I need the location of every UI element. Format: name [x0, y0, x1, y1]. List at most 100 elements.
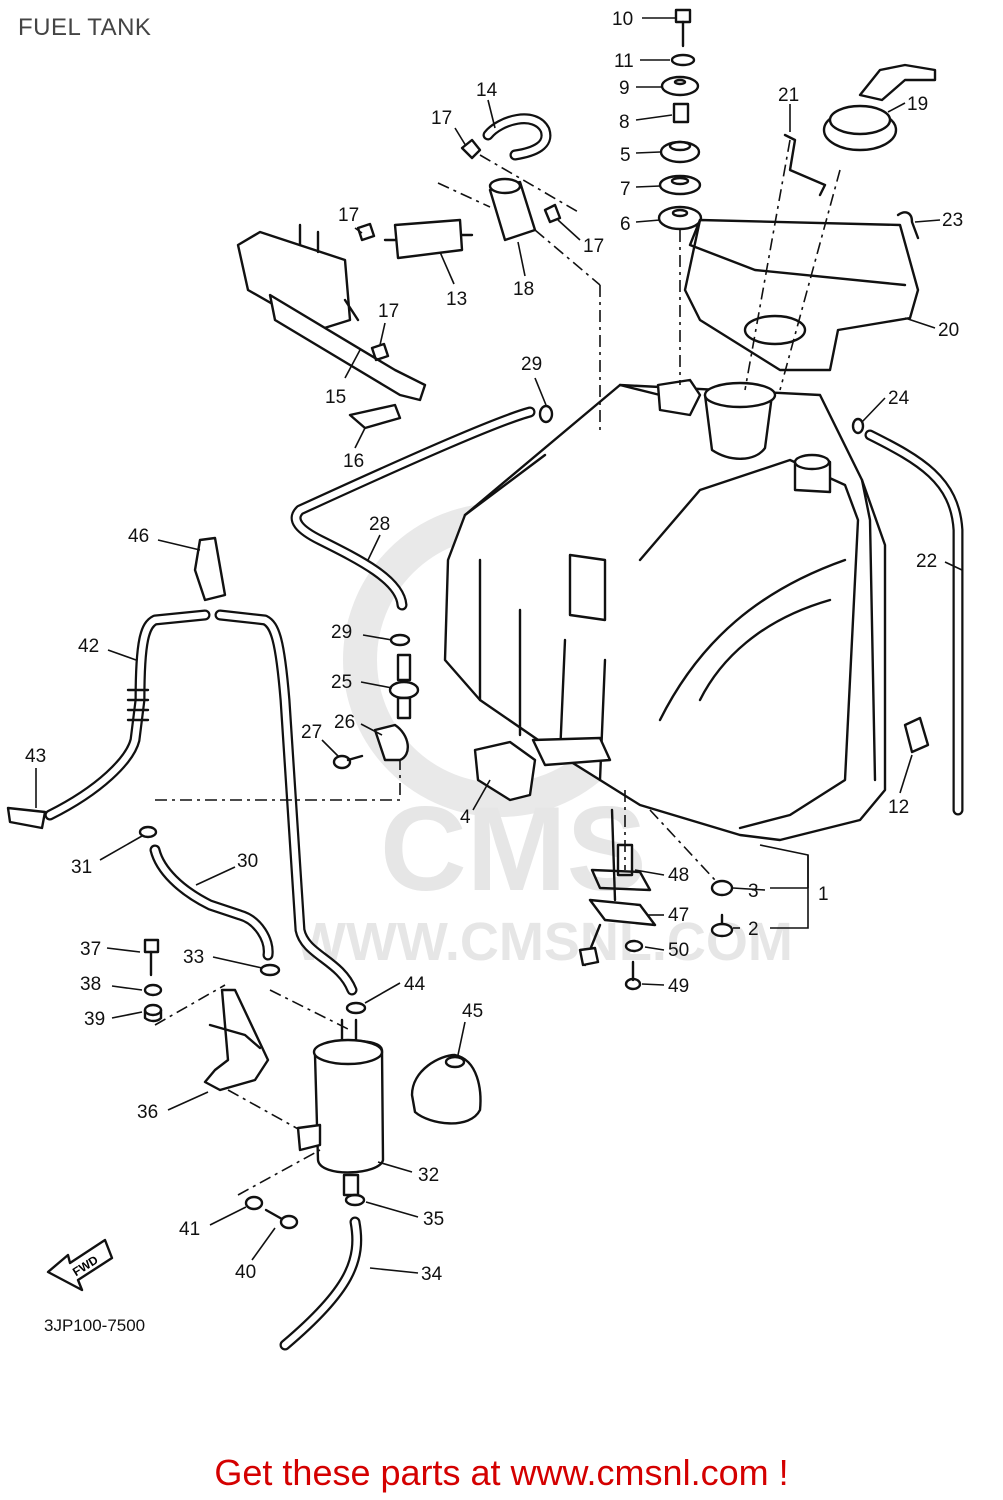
watermark-logo: CMS	[380, 782, 647, 916]
clamp-26[interactable]	[373, 723, 409, 762]
washer-11[interactable]	[670, 53, 696, 67]
callout-35: 35	[423, 1209, 444, 1230]
clip-17-b[interactable]	[543, 203, 562, 224]
fuel-filter-32[interactable]	[296, 1018, 385, 1197]
clip-17-d[interactable]	[370, 342, 390, 362]
clip-24[interactable]	[851, 417, 865, 435]
callout-5: 5	[620, 145, 631, 166]
collar-8[interactable]	[672, 102, 690, 124]
callout-3: 3	[748, 881, 759, 902]
callout-45: 45	[462, 1001, 483, 1022]
tray-20[interactable]	[683, 218, 920, 372]
callout-7: 7	[620, 179, 631, 200]
gasket-48[interactable]	[590, 868, 652, 892]
screw-49[interactable]	[624, 960, 642, 991]
damper-4[interactable]	[473, 740, 537, 802]
mount-bolt-10[interactable]	[674, 8, 692, 48]
fuel-cap-19[interactable]	[822, 63, 937, 152]
cta-link[interactable]: Get these parts at www.cmsnl.com !	[214, 1452, 789, 1493]
washer-41[interactable]	[244, 1195, 264, 1211]
callout-49: 49	[668, 976, 689, 997]
callout-8: 8	[619, 112, 630, 133]
diagram-code: 3JP100-7500	[44, 1316, 146, 1335]
damper-7[interactable]	[658, 174, 702, 196]
hose-22[interactable]	[864, 429, 964, 816]
joint-25[interactable]	[388, 653, 420, 720]
clip-46[interactable]	[193, 536, 227, 602]
bolt-40[interactable]	[264, 1208, 299, 1230]
clip-29-upper[interactable]	[538, 404, 554, 424]
callout-27: 27	[301, 722, 322, 743]
hose-28[interactable]	[290, 406, 536, 611]
bracket-16[interactable]	[348, 403, 402, 430]
fuel-pump-15[interactable]	[236, 223, 427, 402]
callout-21: 21	[778, 85, 799, 106]
cover-45[interactable]	[410, 1053, 482, 1125]
callout-6: 6	[620, 214, 631, 235]
callout-1: 1	[818, 884, 829, 905]
callout-9: 9	[619, 78, 630, 99]
callout-50: 50	[668, 940, 689, 961]
hose-44-long[interactable]	[214, 609, 358, 996]
damper-3[interactable]	[710, 879, 734, 897]
damper-5[interactable]	[659, 140, 701, 164]
collar-39[interactable]	[143, 1003, 163, 1023]
callout-19: 19	[907, 94, 928, 115]
sender-unit-47[interactable]	[578, 808, 657, 967]
callout-12: 12	[888, 797, 909, 818]
clip-44[interactable]	[345, 1001, 367, 1015]
damper-6[interactable]	[657, 205, 703, 231]
callout-31: 31	[71, 857, 92, 878]
callout-47: 47	[668, 905, 689, 926]
callout-13: 13	[446, 289, 467, 310]
callout-24: 24	[888, 388, 910, 409]
callout-48: 48	[668, 865, 689, 886]
callout-46: 46	[128, 526, 149, 547]
callout-30: 30	[237, 851, 258, 872]
callout-16: 16	[343, 451, 364, 472]
joint-18[interactable]	[488, 177, 537, 242]
callout-18: 18	[513, 279, 534, 300]
collar-9[interactable]	[660, 75, 700, 97]
elbow-23[interactable]	[896, 211, 920, 240]
bolt-2[interactable]	[710, 913, 734, 938]
callout-10: 10	[612, 9, 633, 30]
callout-labels: 10 11 9 8 5 7 6 14 17 17 17 17 13 18 21 …	[25, 9, 963, 1285]
end-43[interactable]	[6, 806, 47, 830]
fuel-filter-13[interactable]	[383, 218, 474, 260]
clip-33[interactable]	[259, 963, 281, 977]
callout-39: 39	[84, 1009, 105, 1030]
fuel-tank-part[interactable]	[443, 378, 930, 842]
washer-38[interactable]	[143, 983, 163, 997]
callout-44: 44	[404, 974, 426, 995]
callout-17-a: 17	[431, 108, 452, 129]
hose-14[interactable]	[482, 113, 552, 161]
callout-42: 42	[78, 636, 99, 657]
clip-17-a[interactable]	[460, 138, 482, 160]
clip-17-c[interactable]	[356, 222, 376, 242]
callout-20: 20	[938, 320, 959, 341]
callout-4: 4	[460, 807, 471, 828]
callout-29-upper: 29	[521, 354, 542, 375]
clip-35[interactable]	[344, 1193, 366, 1207]
leader-lines	[35, 17, 963, 1274]
callout-14: 14	[476, 80, 498, 101]
clip-29-lower[interactable]	[389, 633, 411, 647]
bracket-36[interactable]	[203, 988, 270, 1092]
clip-21[interactable]	[783, 133, 827, 197]
callout-37: 37	[80, 939, 101, 960]
clip-31[interactable]	[138, 825, 158, 839]
hose-30[interactable]	[149, 844, 274, 961]
bolt-37[interactable]	[143, 938, 160, 977]
fwd-arrow-icon: FWD	[46, 1238, 114, 1292]
washer-50[interactable]	[624, 939, 644, 953]
callout-43: 43	[25, 746, 46, 767]
callout-40: 40	[235, 1262, 256, 1283]
callout-17-b: 17	[338, 205, 359, 226]
screw-27[interactable]	[332, 754, 364, 770]
callout-33: 33	[183, 947, 204, 968]
hose-42[interactable]	[44, 609, 211, 821]
hose-34[interactable]	[279, 1216, 363, 1351]
callout-29-lower: 29	[331, 622, 352, 643]
